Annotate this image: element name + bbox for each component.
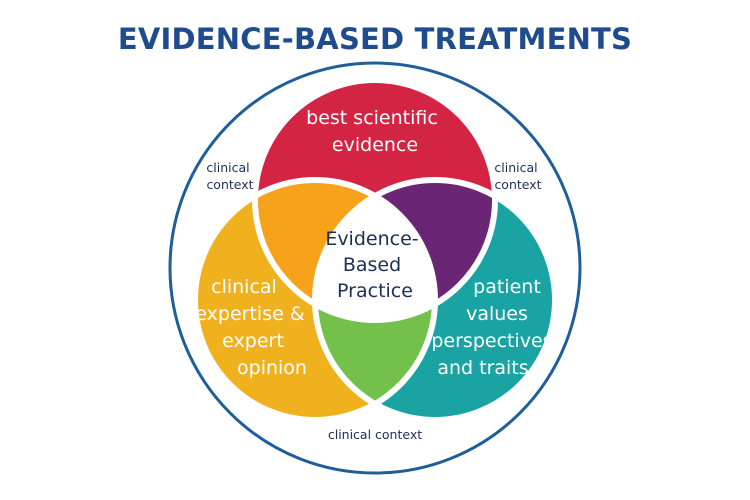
label-line: Evidence- [325,228,418,250]
label-line: patient [473,276,541,298]
page-title: EVIDENCE-BASED TREATMENTS [117,22,633,56]
label-clinical-expertise: clinical expertise & expert opinion [195,276,310,379]
label-line: clinical [206,160,249,175]
label-line: opinion [237,357,307,379]
label-line: Practice [337,280,413,302]
label-evidence-based-practice: Evidence- Based Practice [325,228,424,302]
label-clinical-context-upper-left: clinical context [206,160,253,192]
label-line: Based [343,254,401,276]
label-line: clinical [494,160,537,175]
outer-context-ring [168,61,582,475]
label-line: evidence [332,134,418,156]
label-line: expertise & [195,303,305,325]
label-line: context [206,177,253,192]
label-line: expert [222,330,284,352]
label-line: clinical [211,276,277,298]
center-practice-region [315,180,435,320]
label-clinical-context-upper-right: clinical context [494,160,541,192]
label-line: context [494,177,541,192]
label-clinical-context-bottom: clinical context [328,427,422,442]
label-line: values [466,303,528,325]
label-line: and traits [437,357,528,379]
label-line: perspectives [431,330,552,352]
label-scientific-evidence: best scientific evidence [306,107,444,156]
label-line: best scientific [306,107,438,129]
label-patient-values: patient values perspectives and traits [431,276,558,379]
